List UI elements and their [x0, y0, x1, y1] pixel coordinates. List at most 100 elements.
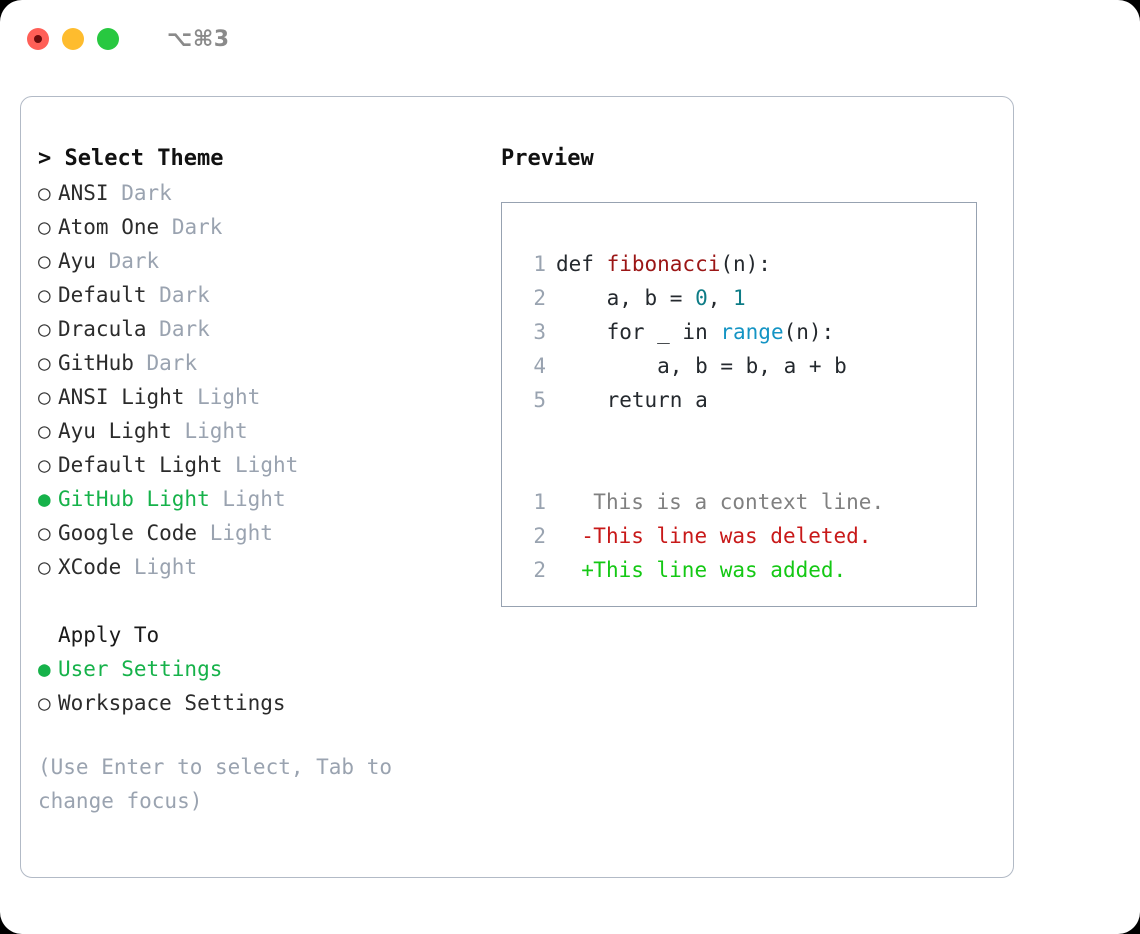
theme-option-category: Light: [222, 487, 286, 511]
diff-line-number: 2: [533, 524, 546, 548]
theme-option-category: Dark: [171, 215, 223, 239]
code-line: 3 for _ in range(n):: [524, 315, 976, 349]
theme-option-default-light[interactable]: ○ Default Light Light: [38, 448, 478, 482]
theme-option-label: Dracula: [58, 317, 147, 341]
theme-option-google-code[interactable]: ○Google Code Light: [38, 516, 478, 550]
theme-option-category: Dark: [121, 181, 172, 205]
code-line-number: 2: [533, 286, 546, 310]
code-token-plain: ,: [707, 286, 734, 310]
radio-unselected-icon: ○: [38, 555, 51, 579]
apply-to-option-label: User Settings: [58, 657, 223, 681]
theme-option-atom-one[interactable]: ○Atom One Dark: [38, 210, 478, 244]
theme-option-label: Default Light: [58, 453, 223, 477]
code-line-content: return a: [556, 383, 708, 417]
code-line-content: a, b = 0, 1: [556, 281, 746, 315]
theme-option-xcode[interactable]: ○ XCode Light: [38, 550, 478, 584]
code-diff-gap: [524, 417, 976, 451]
prompt-caret-icon: >: [38, 146, 52, 171]
theme-option-gap: [109, 176, 122, 210]
theme-option-ansi-light[interactable]: ○ANSI Light Light: [38, 380, 478, 414]
list-spacer: [38, 584, 478, 618]
diff-gap: [556, 485, 581, 519]
theme-option-gap: [147, 312, 160, 346]
theme-option-category: Dark: [108, 249, 160, 273]
select-theme-header: > Select Theme: [38, 142, 478, 176]
code-line: 5 return a: [524, 383, 976, 417]
code-line-number: 5: [533, 388, 546, 412]
theme-option-gap: [222, 448, 235, 482]
theme-option-label: ANSI Light: [58, 385, 185, 409]
theme-list: ○ANSI Dark○Atom One Dark○Ayu Dark○Defaul…: [38, 176, 478, 584]
theme-option-category: Dark: [146, 351, 198, 375]
keyboard-shortcut-label: ⌥⌘3: [167, 26, 230, 52]
diff-sample: 1 This is a context line.2 - This line w…: [524, 485, 976, 587]
theme-option-label: XCode: [58, 555, 122, 579]
radio-unselected-icon: ○: [38, 453, 51, 477]
theme-option-github-light[interactable]: ●GitHub Light Light: [38, 482, 478, 516]
code-token-plain: a, b =: [556, 286, 696, 310]
code-token-call: range: [720, 320, 784, 344]
diff-line-text: This line was added.: [593, 558, 847, 582]
diff-marker: +: [581, 558, 594, 582]
theme-picker-column: > Select Theme ○ANSI Dark○Atom One Dark○…: [38, 142, 478, 818]
theme-option-category: Dark: [159, 283, 210, 307]
diff-line-add: 2 + This line was added.: [524, 553, 976, 587]
keyboard-hint: (Use Enter to select, Tab to change focu…: [38, 755, 393, 813]
diff-gap: [556, 553, 581, 587]
code-token-plain: (n):: [783, 320, 835, 344]
theme-option-category: Light: [235, 453, 299, 477]
code-line-number: 4: [533, 354, 546, 378]
theme-option-gap: [147, 278, 160, 312]
code-line-content: a, b = b, a + b: [556, 349, 847, 383]
diff-marker: [581, 485, 593, 519]
theme-option-dracula[interactable]: ○Dracula Dark: [38, 312, 478, 346]
radio-unselected-icon: ○: [38, 181, 51, 205]
diff-line-del: 2 - This line was deleted.: [524, 519, 976, 553]
diff-line-ctx: 1 This is a context line.: [524, 485, 976, 519]
theme-option-ansi[interactable]: ○ ANSI Dark: [38, 176, 478, 210]
theme-option-label: ANSI: [58, 181, 109, 205]
diff-line-number: 1: [533, 490, 546, 514]
theme-option-ayu-light[interactable]: ○Ayu Light Light: [38, 414, 478, 448]
apply-to-option-user-settings[interactable]: ● User Settings: [38, 652, 478, 686]
code-line-number: 3: [533, 320, 546, 344]
theme-option-gap: [121, 550, 134, 584]
theme-option-category: Light: [209, 521, 273, 545]
theme-option-label: Ayu: [58, 249, 96, 273]
code-token-num: 1: [733, 286, 746, 310]
radio-unselected-icon: ○: [38, 385, 51, 409]
close-button[interactable]: [27, 28, 49, 50]
theme-option-label: Default: [58, 283, 147, 307]
minimize-button[interactable]: [62, 28, 84, 50]
theme-option-label: Ayu Light: [58, 419, 172, 443]
theme-option-gap: [134, 346, 147, 380]
select-theme-title: [51, 146, 64, 171]
code-token-plain: a, b = b, a + b: [556, 354, 847, 378]
diff-line-text: This line was deleted.: [593, 524, 872, 548]
theme-option-github[interactable]: ○GitHub Dark: [38, 346, 478, 380]
code-token-plain: (n):: [720, 252, 771, 276]
apply-to-list: ● User Settings ○Workspace Settings: [38, 652, 478, 720]
radio-unselected-icon: ○: [38, 419, 51, 443]
code-token-plain: for _ in: [556, 320, 721, 344]
theme-option-gap: [210, 482, 223, 516]
radio-selected-icon: ●: [38, 657, 51, 681]
close-icon: [34, 35, 42, 43]
code-token-plain: def: [556, 252, 607, 276]
theme-option-default[interactable]: ○Default Dark: [38, 278, 478, 312]
code-token-fn: fibonacci: [606, 252, 721, 276]
titlebar: ⌥⌘3: [0, 0, 1140, 78]
code-line-content: def fibonacci(n):: [556, 247, 771, 281]
theme-option-gap: [159, 210, 172, 244]
diff-line-text: This is a context line.: [593, 490, 885, 514]
zoom-button[interactable]: [97, 28, 119, 50]
theme-option-ayu[interactable]: ○Ayu Dark: [38, 244, 478, 278]
apply-to-option-workspace-settings[interactable]: ○Workspace Settings: [38, 686, 478, 720]
theme-option-category: Light: [133, 555, 198, 579]
apply-to-header: Apply To: [58, 623, 160, 647]
select-theme-label: Select Theme: [64, 146, 224, 171]
preview-title: Preview: [501, 146, 594, 171]
radio-selected-icon: ●: [38, 487, 51, 511]
